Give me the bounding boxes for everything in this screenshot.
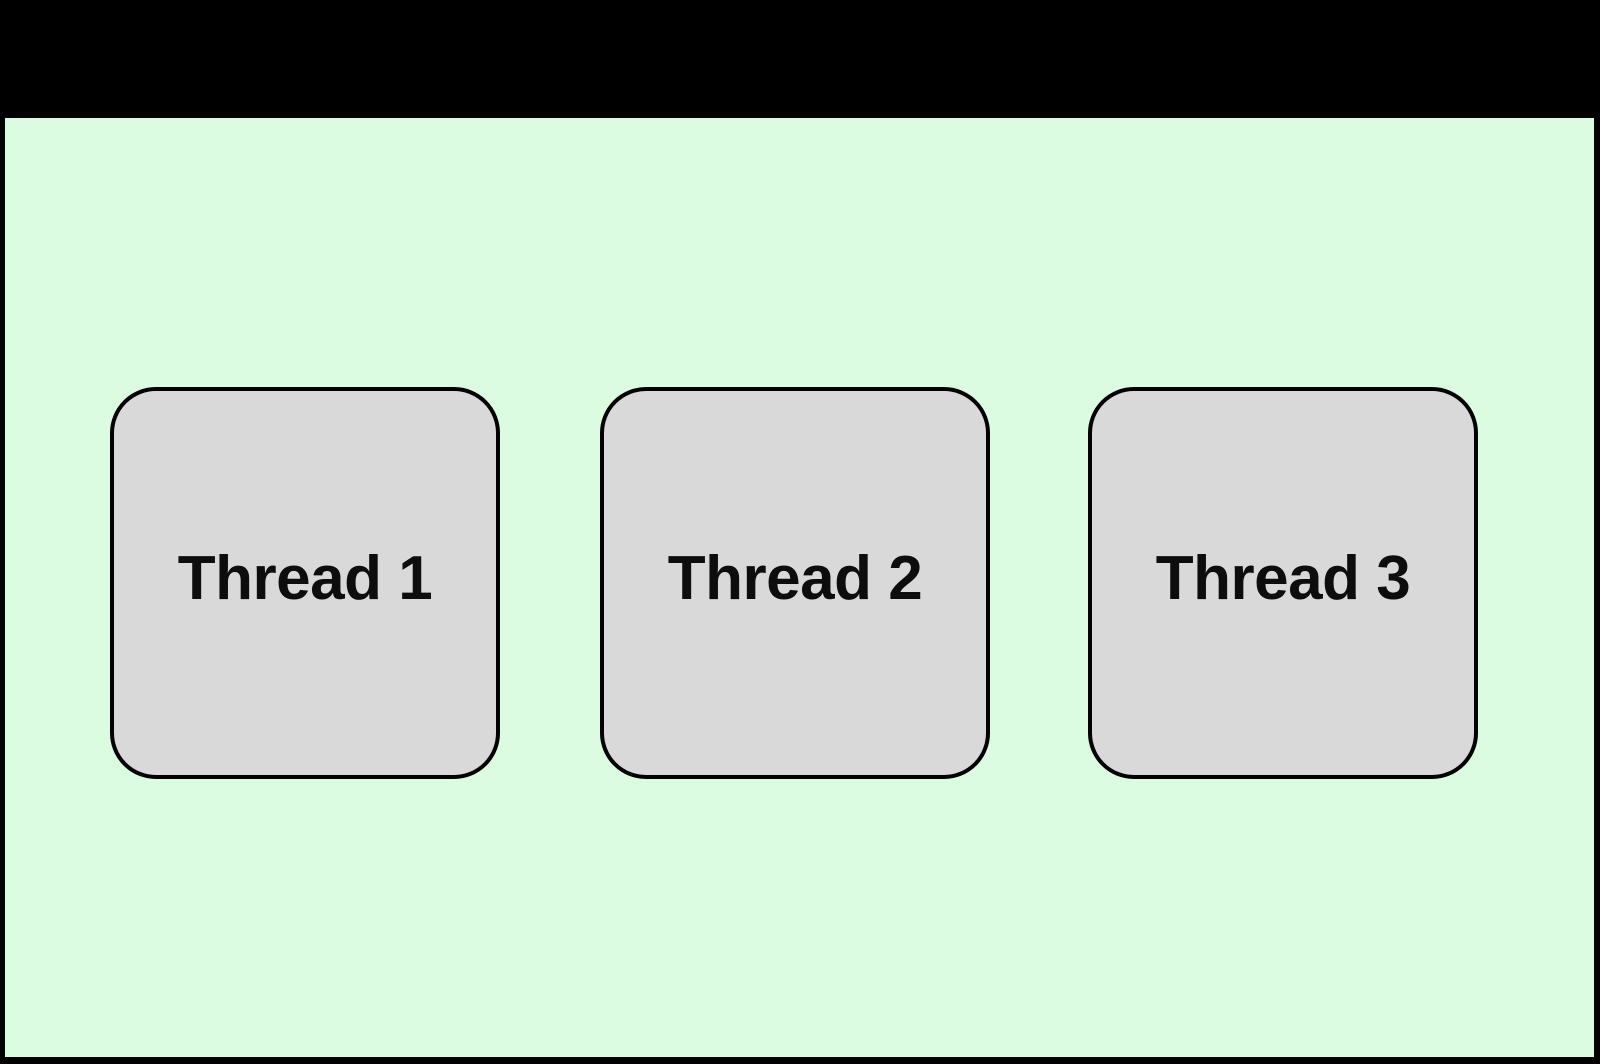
diagram-panel: Thread 1 Thread 2 Thread 3 <box>5 118 1594 1057</box>
thread-node-3-label: Thread 3 <box>1155 544 1411 613</box>
thread-node-row: Thread 1 Thread 2 Thread 3 <box>5 118 1594 1057</box>
thread-node-1[interactable]: Thread 1 <box>110 387 500 779</box>
thread-node-2[interactable]: Thread 2 <box>600 387 990 779</box>
thread-node-3[interactable]: Thread 3 <box>1088 387 1478 779</box>
thread-node-2-label: Thread 2 <box>667 544 923 613</box>
thread-node-1-label: Thread 1 <box>177 544 433 613</box>
